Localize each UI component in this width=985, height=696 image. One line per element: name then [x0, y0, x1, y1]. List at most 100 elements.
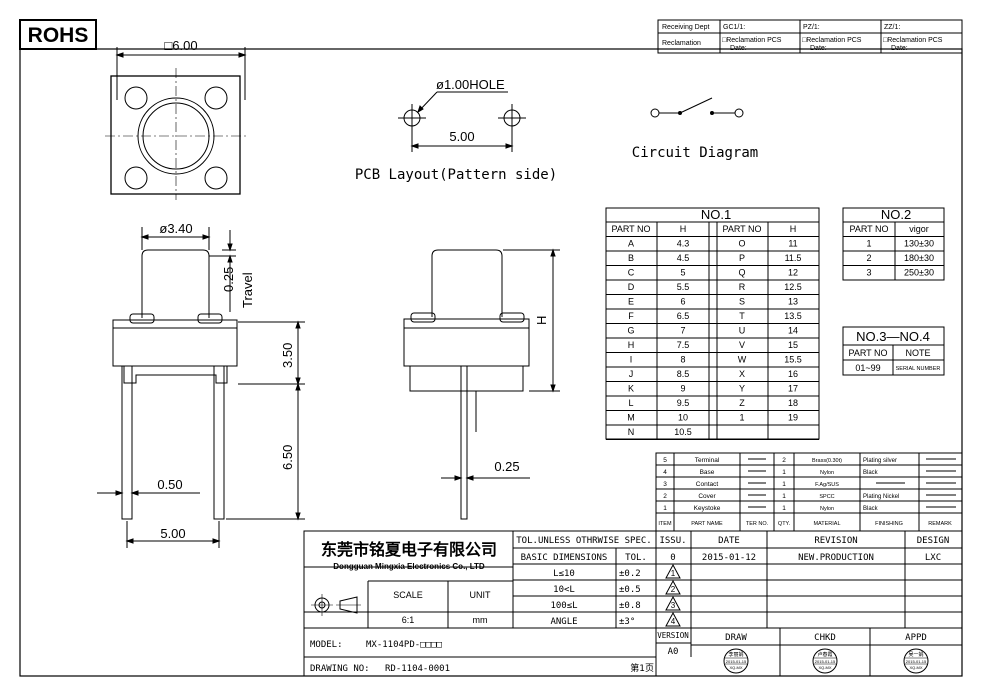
table-no1-header: H	[680, 224, 687, 234]
top-size-label: □6.00	[164, 38, 197, 53]
bom-material: F.Ag/SUS	[815, 482, 839, 488]
tol-value: ±3°	[619, 617, 635, 627]
bom-qty: 1	[782, 493, 786, 500]
bom-item: 3	[663, 481, 667, 488]
recl-pcs-2: □Reclamation PCS	[802, 37, 862, 44]
table-no1-cell: 10.5	[674, 427, 692, 437]
table-no1-grid	[606, 222, 819, 440]
revision-text: NEW.PRODUCTION	[798, 553, 874, 563]
drawing-border	[19, 48, 963, 677]
bom-item: 5	[663, 457, 667, 464]
table-no1-cell: G	[627, 326, 634, 336]
table-no1-cell: D	[628, 282, 635, 292]
stamp-name: 卢春霞	[817, 651, 832, 658]
version-value: A0	[668, 647, 679, 657]
table-no1-cell: 6	[680, 297, 685, 307]
rohs-mark: ROHS	[19, 19, 97, 50]
table-no2-cell: 1	[866, 239, 871, 249]
table-no34-note: SERIAL NUMBER	[896, 366, 941, 372]
recl-date-1: Date:	[730, 45, 747, 52]
rohs-label: ROHS	[28, 24, 89, 47]
stamp-name: 吴一娟	[908, 651, 923, 658]
pcb-pitch-label: 5.00	[449, 129, 474, 144]
appd-label: APPD	[905, 633, 927, 643]
top-view: □6.00	[105, 38, 247, 200]
table-no1-cell: 6.5	[677, 311, 690, 321]
bom-part-name: Contact	[696, 481, 719, 488]
table-no1-cell: 7	[680, 326, 685, 336]
zz-label: ZZ/1:	[884, 24, 900, 31]
tol-title: TOL.UNLESS OTHRWISE SPEC.	[516, 536, 651, 546]
height-label: 3.50	[280, 343, 295, 368]
table-no1-header: PART NO	[611, 224, 650, 234]
revision-label: REVISION	[814, 536, 857, 546]
unit-value: mm	[473, 615, 488, 625]
company-cn: 东莞市铭夏电子有限公司	[321, 540, 497, 559]
table-no34-h1: NOTE	[905, 348, 930, 358]
table-no1-cell: 17	[788, 384, 798, 394]
table-no1-header: PART NO	[722, 224, 761, 234]
bom-qty: 1	[782, 469, 786, 476]
reclamation-label: Reclamation	[662, 40, 701, 47]
tol-label: TOL.	[625, 553, 647, 563]
bom-grid	[656, 453, 962, 531]
bom-part-name: Base	[700, 469, 715, 476]
stamp-code: XQ-MX	[909, 665, 922, 670]
table-no1-cell: 11.5	[785, 253, 802, 263]
table-no1-cell: 11	[788, 239, 797, 249]
pin-width-label: 0.50	[157, 477, 182, 492]
bom-finishing: Black	[863, 506, 879, 512]
bom-header: MATERIAL	[813, 521, 840, 527]
model-label: MODEL:	[310, 640, 343, 650]
table-no1-cell: W	[738, 355, 747, 365]
recl-date-3: Date:	[891, 45, 908, 52]
bom-header: PART NAME	[691, 521, 723, 527]
drawing-no-label: DRAWING NO:	[310, 664, 370, 674]
table-no34-part: 01~99	[855, 363, 880, 373]
receiving-table: Receiving Dept Reclamation GC1/1: PZ/1: …	[657, 19, 963, 54]
tol-value: ±0.2	[619, 569, 641, 579]
table-no2-cell: 180±30	[904, 253, 934, 263]
page-number: 第1页	[630, 662, 654, 674]
table-no1-cell: Q	[738, 268, 745, 278]
bom-finishing: Plating silver	[863, 458, 897, 464]
bom-header: ITEM	[658, 521, 672, 527]
table-no2-grid	[843, 222, 944, 280]
table-no1-cell: Y	[739, 384, 745, 394]
design-label: DESIGN	[917, 536, 950, 546]
table-no1-cell: 10	[678, 413, 688, 423]
tol-value: ±0.8	[619, 601, 641, 611]
table-no1-cell: 7.5	[677, 340, 690, 350]
revision-mark: 2	[671, 585, 676, 594]
table-no1-cell: P	[739, 253, 745, 263]
table-no1-cell: 1	[739, 413, 744, 423]
bom-item: 2	[663, 493, 667, 500]
table-no1-cell: V	[739, 340, 745, 350]
side-dia-label: ø3.40	[159, 221, 192, 236]
pin-length-label: 6.50	[280, 445, 295, 470]
company-en: Dongguan Mingxia Electronics Co., LTD	[333, 562, 485, 571]
bom-item: 1	[663, 505, 667, 512]
table-no1-cell: 9.5	[677, 398, 690, 408]
recl-date-2: Date:	[810, 45, 827, 52]
table-no2-header: PART NO	[849, 224, 888, 234]
table-no1-cell: E	[628, 297, 634, 307]
stamp-code: XQ-MX	[818, 665, 831, 670]
tol-value: ±0.5	[619, 585, 641, 595]
date-label: DATE	[718, 536, 740, 546]
revision-mark: 3	[671, 601, 676, 610]
table-no1-cell: S	[739, 297, 745, 307]
circuit-diagram: Circuit Diagram	[632, 97, 758, 161]
bom-part-name: Keystoke	[694, 505, 721, 512]
table-no1-cell: 12	[788, 268, 798, 278]
table-no1-cell: 8	[680, 355, 685, 365]
table-no1-cell: M	[627, 413, 635, 423]
pcb-layout: ø1.00HOLE 5.00 PCB Layout(Pattern side)	[355, 77, 557, 183]
approval-stamp	[812, 648, 838, 674]
table-no1-cell: R	[739, 282, 746, 292]
pcb-hole-label: ø1.00HOLE	[436, 77, 505, 92]
draw-label: DRAW	[725, 633, 747, 643]
